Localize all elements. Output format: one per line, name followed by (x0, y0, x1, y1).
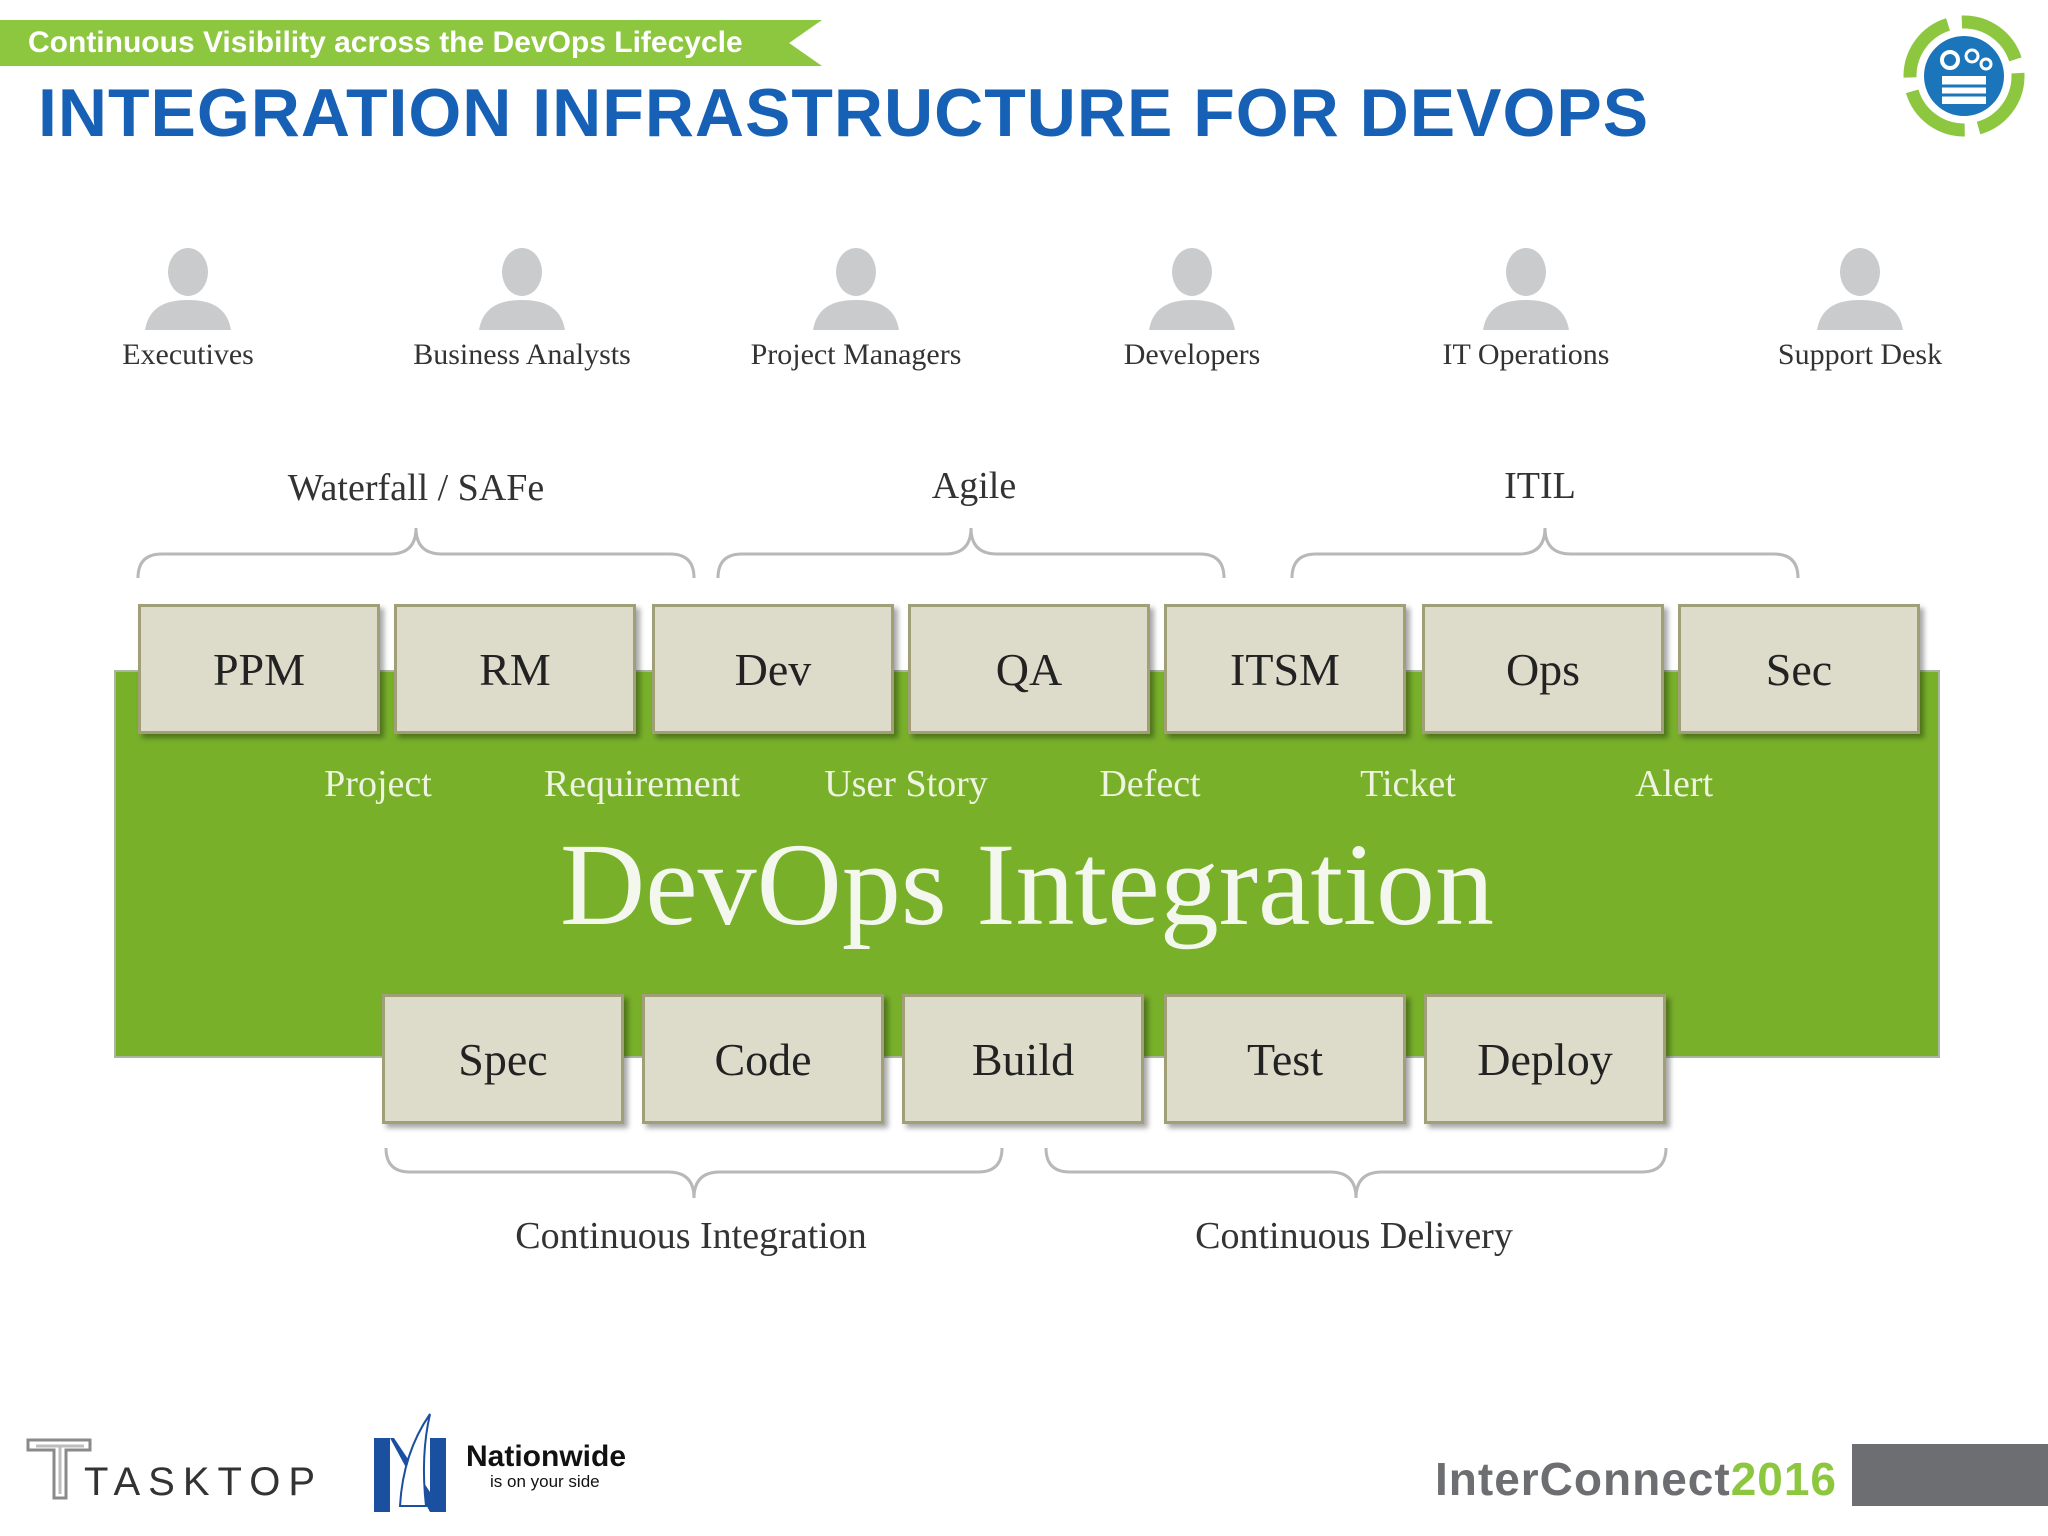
nationwide-name: Nationwide (466, 1440, 627, 1473)
tool-ppm: PPM (138, 604, 380, 734)
role-project-managers: Project Managers (706, 246, 1006, 372)
role-label: Executives (122, 338, 254, 371)
tool-sec: Sec (1678, 604, 1920, 734)
group-label-waterfall-safe: Waterfall / SAFe (287, 467, 545, 509)
role-label: Developers (1123, 338, 1261, 371)
brace-agile (716, 527, 1226, 579)
group-label-continuous-delivery: Continuous Delivery (1195, 1215, 1513, 1257)
artifact-user-story: User Story (824, 763, 988, 805)
stage-spec: Spec (382, 994, 624, 1124)
role-label: Support Desk (1777, 338, 1943, 371)
person-silhouette-icon (1817, 248, 1903, 330)
person-silhouette-icon (145, 248, 231, 330)
stage-code: Code (642, 994, 884, 1124)
brace-continuous-integration (384, 1147, 1004, 1199)
role-executives: Executives (38, 246, 338, 372)
artifact-alert: Alert (1634, 763, 1714, 805)
ribbon-text: Continuous Visibility across the DevOps … (28, 26, 743, 59)
group-label-continuous-integration: Continuous Integration (515, 1215, 867, 1257)
interconnect-wordmark: InterConnect2016 (1435, 1452, 1837, 1506)
footer-bar (1852, 1444, 2048, 1506)
interconnect-year: 2016 (1730, 1453, 1838, 1505)
tool-qa: QA (908, 604, 1150, 734)
tool-itsm: ITSM (1164, 604, 1406, 734)
role-it-operations: IT Operations (1376, 246, 1676, 372)
stage-deploy: Deploy (1424, 994, 1666, 1124)
integration-label: DevOps Integration (560, 819, 1494, 950)
integration-band (114, 670, 1940, 1058)
person-silhouette-icon (479, 248, 565, 330)
role-label: Project Managers (750, 338, 962, 371)
nationwide-tagline: is on your side (490, 1472, 600, 1491)
header-ribbon (0, 20, 822, 66)
artifact-project: Project (324, 763, 432, 805)
role-label: IT Operations (1442, 338, 1610, 371)
tasktop-wordmark: TASKTOP (84, 1460, 324, 1504)
brace-continuous-delivery (1044, 1147, 1668, 1199)
person-silhouette-icon (813, 248, 899, 330)
group-label-itil: ITIL (1504, 465, 1576, 507)
nationwide-eagle-logo (374, 1413, 446, 1512)
page-title: INTEGRATION INFRASTRUCTURE FOR DEVOPS (38, 75, 1650, 151)
artifact-requirement: Requirement (543, 763, 741, 805)
group-label-agile: Agile (931, 465, 1017, 507)
person-silhouette-icon (1149, 248, 1235, 330)
tool-ops: Ops (1422, 604, 1664, 734)
role-developers: Developers (1042, 246, 1342, 372)
artifact-ticket: Ticket (1360, 763, 1456, 805)
role-business-analysts: Business Analysts (372, 246, 672, 372)
tool-rm: RM (394, 604, 636, 734)
artifact-defect: Defect (1099, 763, 1201, 805)
tasktop-logo (26, 1438, 92, 1500)
interconnect-text: InterConnect (1435, 1453, 1731, 1505)
role-support-desk: Support Desk (1710, 246, 2010, 372)
stage-test: Test (1164, 994, 1406, 1124)
tool-dev: Dev (652, 604, 894, 734)
brace-itil (1290, 527, 1800, 579)
devops-cycle-logo (1903, 15, 2025, 137)
stage-build: Build (902, 994, 1144, 1124)
role-label: Business Analysts (413, 338, 631, 371)
brace-waterfall-safe (136, 527, 696, 579)
person-silhouette-icon (1483, 248, 1569, 330)
